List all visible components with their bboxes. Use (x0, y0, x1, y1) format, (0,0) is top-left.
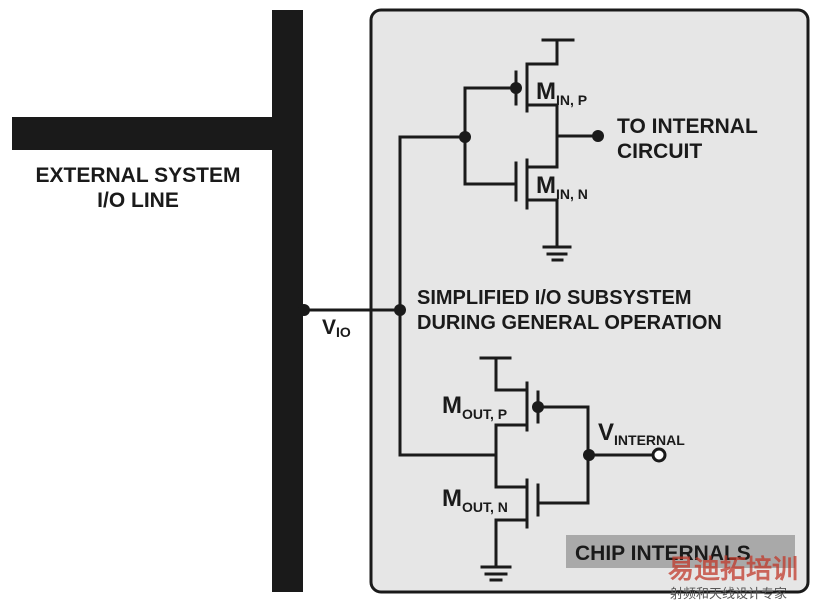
external-label-line2: I/O LINE (97, 189, 179, 212)
mout-p-label: MOUT, P (442, 392, 507, 422)
chip-boundary (369, 8, 810, 594)
min-n-label: MIN, N (536, 172, 588, 202)
external-label-line1: EXTERNAL SYSTEM (36, 164, 241, 187)
watermark-tagline: 射频和天线设计专家 (670, 586, 787, 602)
subsystem-label-line2: DURING GENERAL OPERATION (417, 312, 722, 334)
output-label-line2: CIRCUIT (617, 140, 702, 163)
pmos-out-gate-bubble (532, 401, 544, 413)
vinternal-junction (583, 449, 595, 461)
output-node (592, 130, 604, 142)
watermark-logo: 易迪拓培训 (668, 555, 798, 585)
min-p-label: MIN, P (536, 78, 587, 108)
chip-internals-label: CHIP INTERNALS (575, 542, 751, 565)
external-io-bus-vertical (272, 10, 303, 592)
subsystem-label-line1: SIMPLIFIED I/O SUBSYSTEM (417, 287, 691, 309)
output-label-line1: TO INTERNAL (617, 115, 758, 138)
pmos-gate-bubble (510, 82, 522, 94)
vinternal-label: VINTERNAL (598, 419, 685, 448)
external-io-bus-horizontal (12, 117, 274, 150)
chip-internals-box (566, 535, 795, 568)
vio-label: VIO (322, 316, 351, 340)
output-driver (398, 356, 667, 582)
mout-n-label: MOUT, N (442, 485, 508, 515)
input-inverter (510, 38, 604, 262)
vio-wires (298, 86, 518, 457)
vinternal-terminal (651, 447, 667, 463)
